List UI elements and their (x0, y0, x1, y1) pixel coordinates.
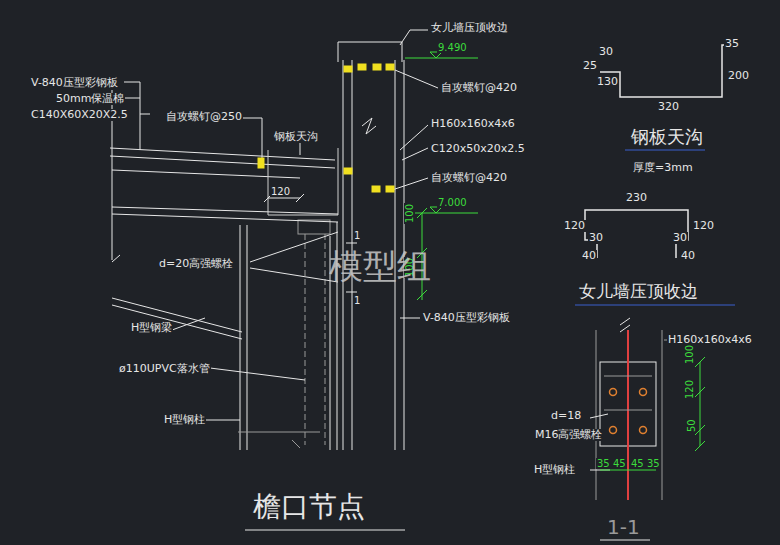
steel-gutter (268, 148, 338, 215)
label: 1-1 (606, 516, 641, 538)
gutter-outlet (298, 220, 330, 234)
label: H160x160x4x6 (430, 118, 516, 130)
label: 45 (612, 458, 627, 469)
label: 40 (581, 250, 597, 262)
break-mark (620, 318, 630, 332)
leader-line (604, 340, 698, 410)
label: H型钢梁 (130, 322, 173, 334)
column-base (238, 432, 320, 448)
label: V-840压型彩钢板 (30, 77, 119, 89)
column-outline (596, 330, 662, 500)
label: 230 (625, 192, 648, 204)
title-underline (625, 150, 705, 151)
label: 自攻螺钉@420 (430, 172, 508, 184)
gutter-profile (600, 45, 736, 97)
leader-line (590, 414, 610, 470)
label: 120 (684, 379, 695, 400)
leader-line (250, 232, 338, 282)
label: 50mm保温棉 (55, 93, 125, 105)
label: C120x50x20x2.5 (430, 143, 526, 155)
label: 130 (596, 76, 619, 88)
label: 1 (353, 295, 361, 306)
title-underline (245, 530, 650, 540)
label: 25 (582, 60, 598, 72)
leader-line (400, 30, 428, 45)
label: 女儿墙压顶收边 (578, 282, 699, 301)
h-beam (112, 207, 338, 339)
label: H160x160x4x6 (667, 334, 753, 346)
label: d=20高强螺栓 (158, 258, 234, 270)
label: 200 (727, 70, 750, 82)
label: 9.490 (437, 42, 468, 53)
label: V-840压型彩钢板 (422, 312, 511, 324)
label: 35 (596, 458, 611, 469)
label: 35 (646, 458, 661, 469)
label: 120 (270, 186, 291, 197)
watermark: 模型组 (328, 248, 432, 285)
label: 30 (598, 46, 614, 58)
label: H型钢柱 (163, 414, 206, 426)
label: 45 (630, 458, 645, 469)
label: 30 (588, 232, 604, 244)
label: C140X60X20X2.5 (30, 109, 129, 121)
leader-line (395, 70, 438, 88)
label: 35 (724, 38, 740, 50)
leader-line (392, 125, 428, 190)
parapet-cap (338, 42, 402, 62)
label: 50 (686, 418, 697, 433)
label: 女儿墙压顶收边 (430, 22, 509, 34)
leader-line (240, 118, 262, 158)
label: 自攻螺钉@250 (165, 111, 243, 123)
label: d=18 (550, 410, 582, 422)
label: ø110UPVC落水管 (118, 363, 211, 375)
label: 100 (684, 344, 695, 365)
label: 1 (353, 230, 361, 241)
label: M16高强螺栓 (534, 429, 604, 441)
label: 30 (672, 232, 688, 244)
label: 钢板天沟 (630, 127, 704, 147)
label: 钢板天沟 (273, 131, 319, 143)
dimension-line (600, 357, 705, 470)
label: 100 (404, 203, 415, 224)
drawing-title: 檐口节点 (252, 492, 366, 523)
label: H型钢柱 (533, 464, 576, 476)
label: 7.000 (437, 197, 468, 208)
roof-panel (110, 148, 335, 178)
h-column (240, 222, 337, 450)
leader-line (400, 318, 420, 319)
downpipe (305, 234, 325, 445)
label: 自攻螺钉@420 (440, 82, 518, 94)
web-line (627, 330, 629, 500)
cap-profile (585, 210, 688, 258)
label: 厚度=3mm (632, 162, 694, 174)
break-mark (362, 118, 376, 134)
label: 120 (563, 220, 586, 232)
label: 40 (680, 250, 696, 262)
title-underline (575, 305, 735, 306)
label: 120 (692, 220, 715, 232)
label: 320 (657, 101, 680, 113)
